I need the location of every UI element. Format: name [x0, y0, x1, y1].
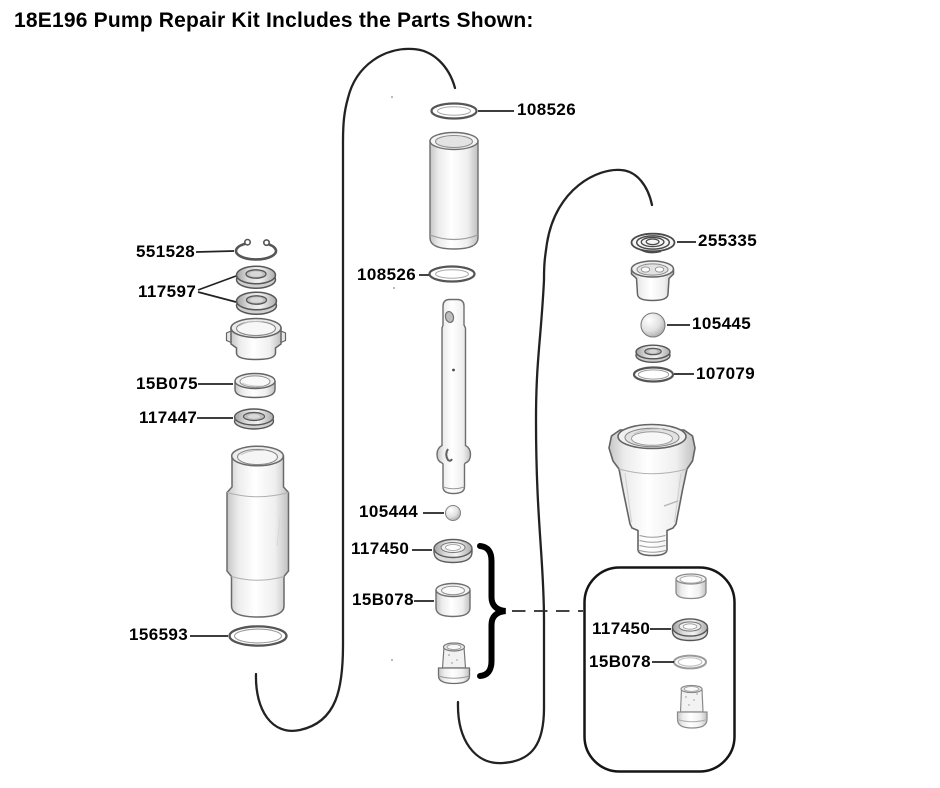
assembly-curve-left: [254, 47, 457, 733]
callout-sleeve-oring: 108526: [357, 265, 417, 284]
callout-inset-piston-gland: 15B078: [589, 652, 651, 671]
callout-piston-seal: 117450: [351, 539, 410, 558]
callout-cylinder-oring: 156593: [129, 625, 189, 644]
callout-piston-gland: 15B078: [352, 590, 414, 609]
oring-107079: [632, 366, 675, 383]
packing-nut: [225, 317, 287, 361]
callout-intake-oring: 107079: [696, 364, 756, 383]
leader-lines: [190, 110, 696, 663]
spring-255335: [630, 232, 676, 254]
callout-intake-ball: 105445: [692, 314, 752, 333]
seal-117447: [233, 408, 275, 430]
inset-ring-15B078: [673, 654, 707, 670]
callout-inset-piston-seal: 117450: [592, 619, 651, 638]
callout-throat-seals: 117597: [138, 282, 197, 301]
valve-cage: [630, 260, 675, 302]
seal-washer-right: [635, 344, 671, 364]
piston-rod: [436, 298, 472, 495]
oring-156593: [228, 625, 288, 647]
brace: [477, 543, 506, 679]
callout-retaining-ring: 551528: [136, 242, 196, 261]
intake-valve-housing: [608, 423, 696, 557]
piston-valve-seat: [437, 642, 471, 685]
callout-piston-ball: 105444: [359, 502, 419, 521]
pump-cylinder: [226, 445, 290, 618]
ball-105444: [445, 505, 461, 521]
inset-tube: [675, 573, 707, 600]
page-title: 18E196 Pump Repair Kit Includes the Part…: [14, 9, 534, 32]
ball-105445: [640, 312, 666, 338]
seals-117597: [235, 265, 278, 316]
oring-108526-mid: [428, 265, 476, 283]
seal-117450: [433, 538, 473, 564]
callout-throat-oring-top: 108526: [517, 100, 577, 119]
assembly-curve-right: [456, 168, 654, 765]
inset-seal-117450: [671, 618, 709, 642]
throat-sleeve: [429, 131, 479, 250]
callout-throat-gland: 15B075: [136, 374, 198, 393]
inset-valve-seat: [676, 684, 708, 729]
retaining-ring-551528: [234, 238, 278, 261]
oring-108526-top: [430, 102, 478, 120]
callout-throat-seal-ring: 117447: [139, 408, 198, 427]
callout-intake-spring: 255335: [698, 231, 758, 250]
gland-15B078: [435, 582, 471, 618]
gland-15B075: [234, 372, 276, 399]
